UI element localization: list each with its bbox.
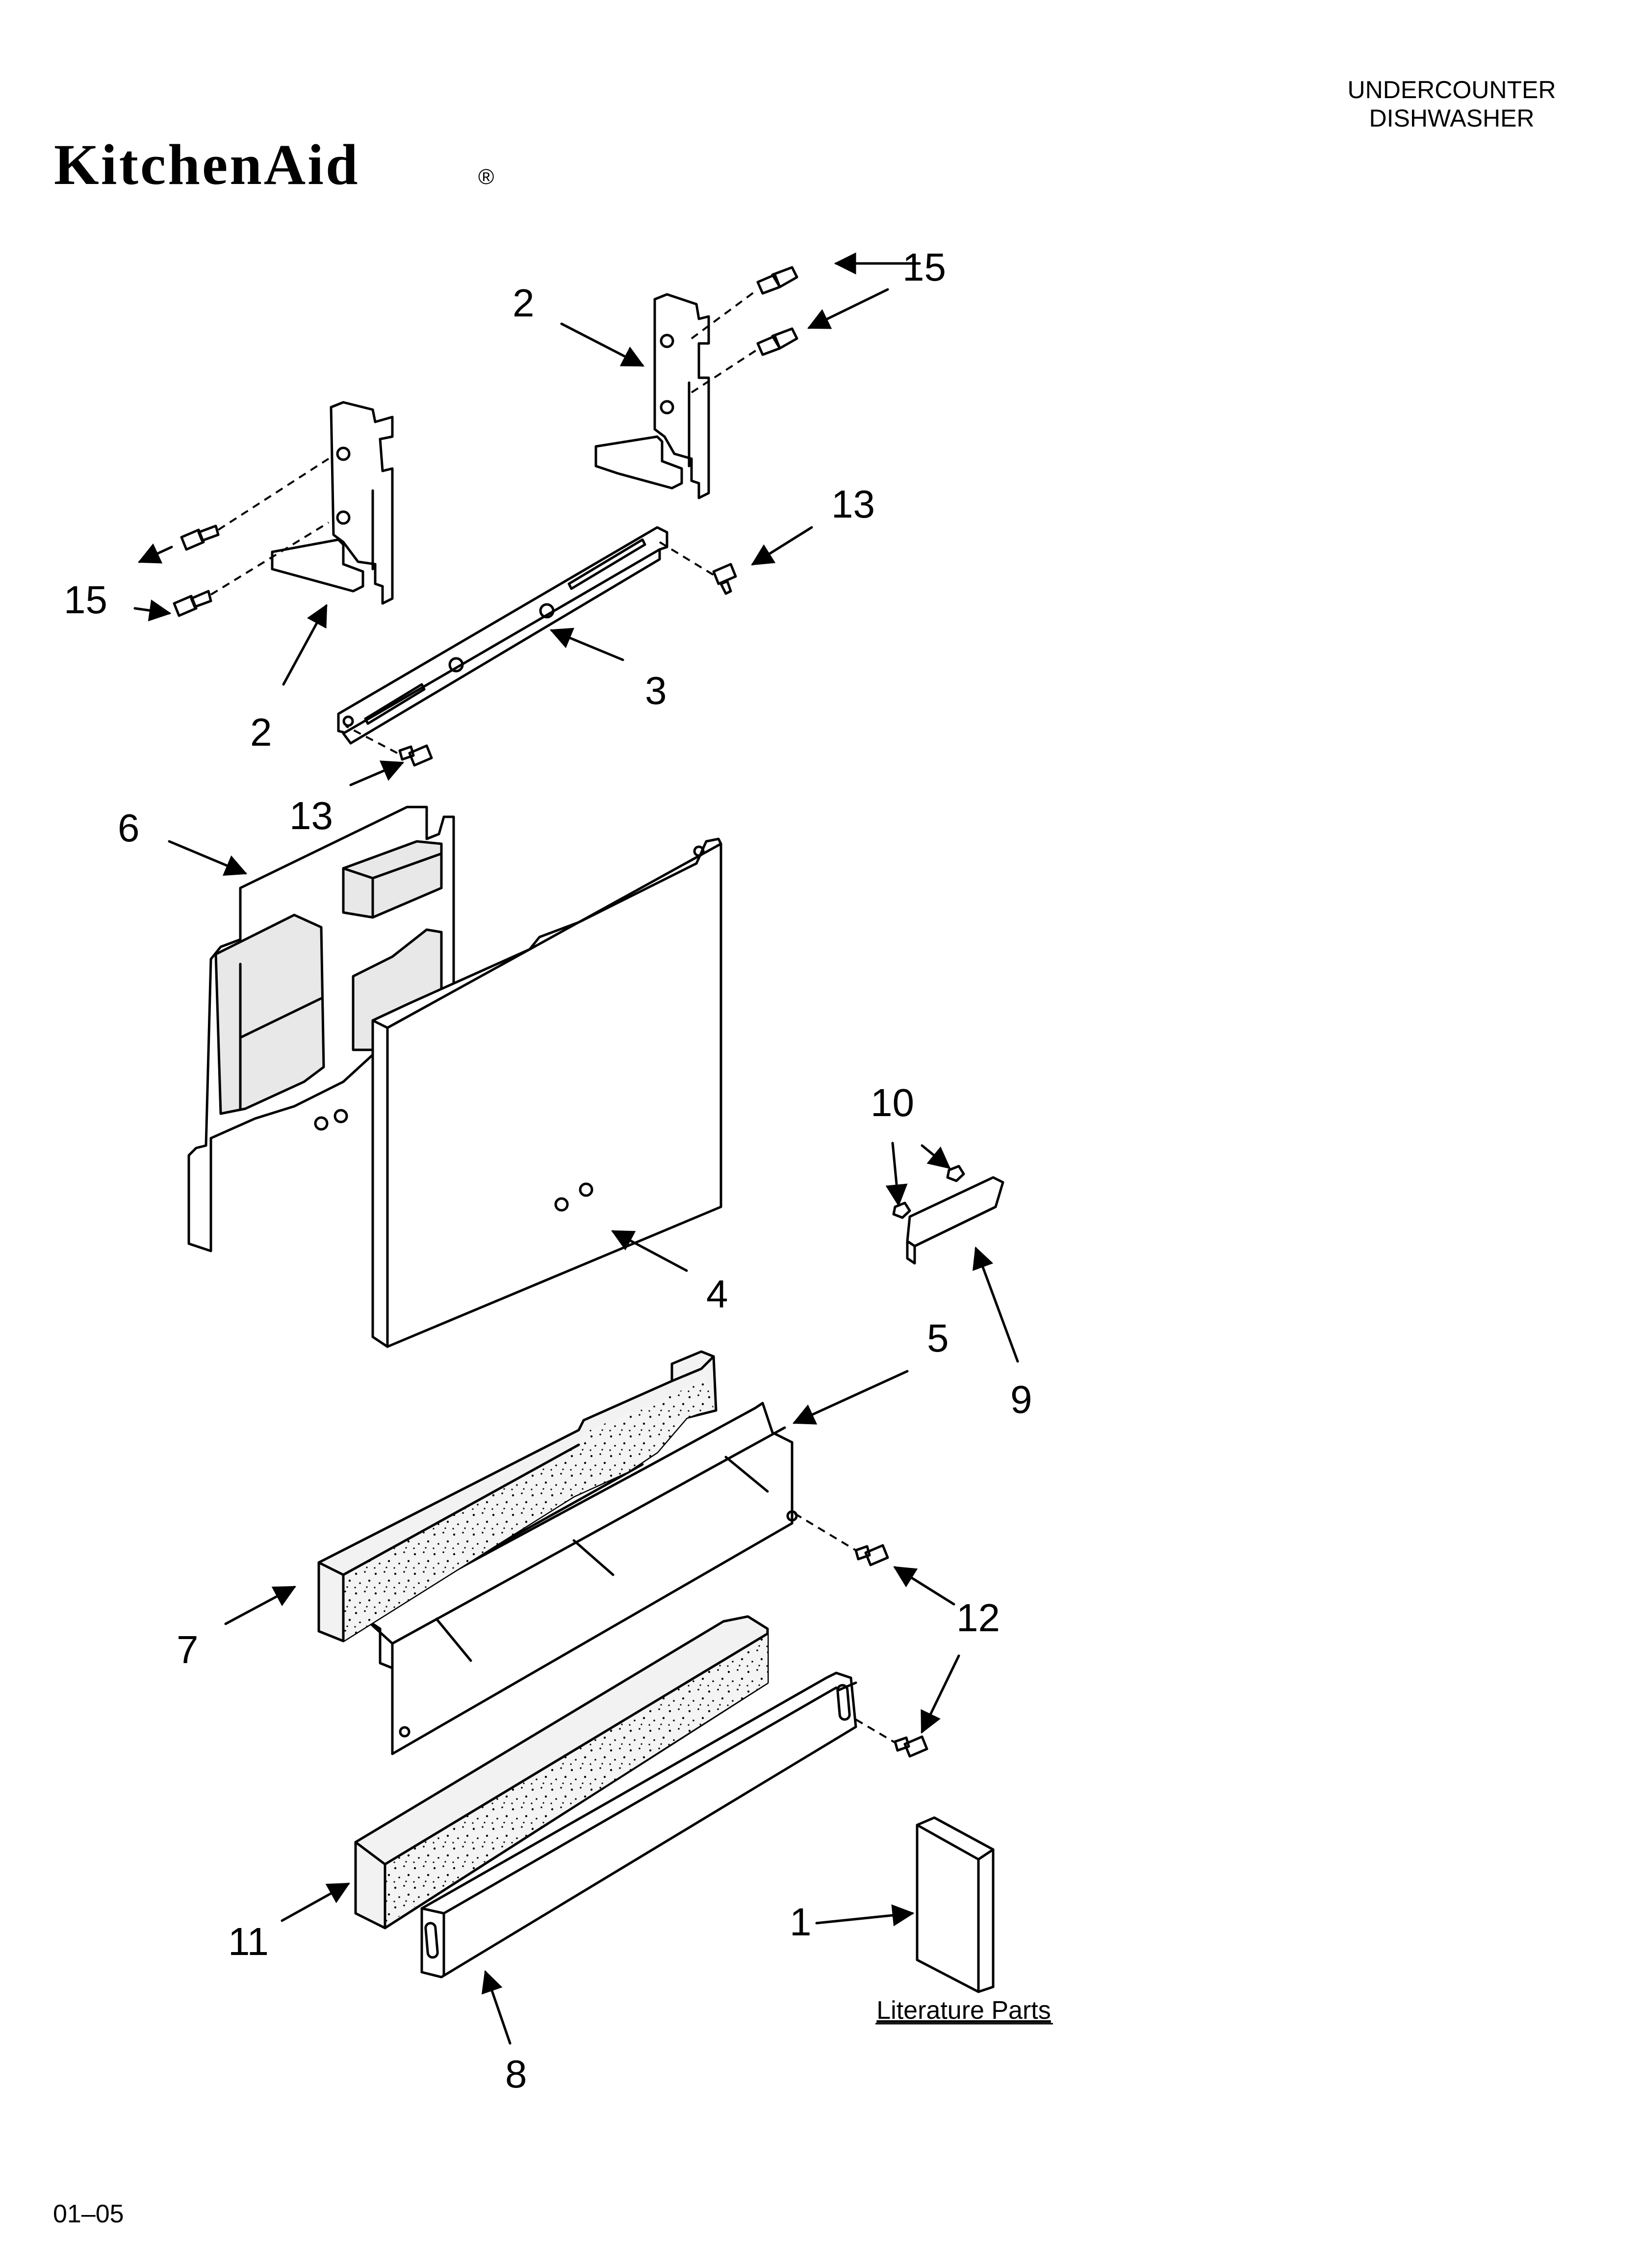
lower-access-panel — [364, 1402, 798, 1755]
literature-booklet — [916, 1816, 995, 1993]
screw-13-right — [712, 563, 737, 595]
callout-11: 11 — [228, 1920, 269, 1963]
hinge-bracket-right — [594, 293, 710, 499]
screw-13-lower — [398, 744, 433, 767]
title-line-2: DISHWASHER — [1369, 104, 1534, 132]
callout-8: 8 — [505, 2052, 527, 2096]
guide-lines — [210, 288, 896, 1744]
literature-parts-label: Literature Parts — [876, 1996, 1051, 2025]
callout-7: 7 — [177, 1628, 199, 1671]
brand-logo: KitchenAid — [54, 132, 360, 197]
callout-10: 10 — [871, 1081, 914, 1124]
hinge-bracket-left — [271, 401, 394, 605]
leader-arrows — [133, 252, 1019, 2045]
callout-13-right: 13 — [831, 482, 875, 526]
screw-15-top-b — [756, 327, 798, 356]
callout-13-lower: 13 — [289, 794, 333, 837]
mounting-rail — [337, 526, 668, 745]
callout-6: 6 — [118, 806, 140, 850]
title-line-1: UNDERCOUNTER — [1348, 76, 1556, 104]
screw-15-left-b — [173, 590, 212, 617]
handle-trim — [906, 1176, 1004, 1265]
outer-door-panel — [371, 837, 722, 1348]
callout-3: 3 — [645, 669, 667, 712]
page-code: 01–05 — [53, 2200, 124, 2228]
lower-insulation-block — [354, 1615, 769, 1929]
registered-mark: ® — [478, 165, 494, 189]
callout-5: 5 — [927, 1316, 949, 1360]
callout-9: 9 — [1010, 1378, 1032, 1421]
callout-2-left: 2 — [250, 710, 272, 754]
screw-12-upper — [854, 1544, 889, 1566]
handle-nuts — [892, 1165, 965, 1219]
callout-4: 4 — [706, 1272, 728, 1316]
callout-1: 1 — [790, 1900, 812, 1944]
callout-2-right: 2 — [513, 281, 535, 325]
callout-15-top: 15 — [902, 245, 946, 289]
toe-kick-panel — [420, 1671, 857, 1979]
callout-12: 12 — [956, 1596, 1000, 1640]
inner-door-panel — [187, 806, 455, 1252]
callout-15-left: 15 — [64, 578, 107, 622]
screw-15-left-a — [180, 524, 220, 551]
upper-insulation-strip — [317, 1350, 718, 1642]
screw-12-lower — [894, 1735, 928, 1758]
screw-15-top-a — [756, 266, 798, 295]
